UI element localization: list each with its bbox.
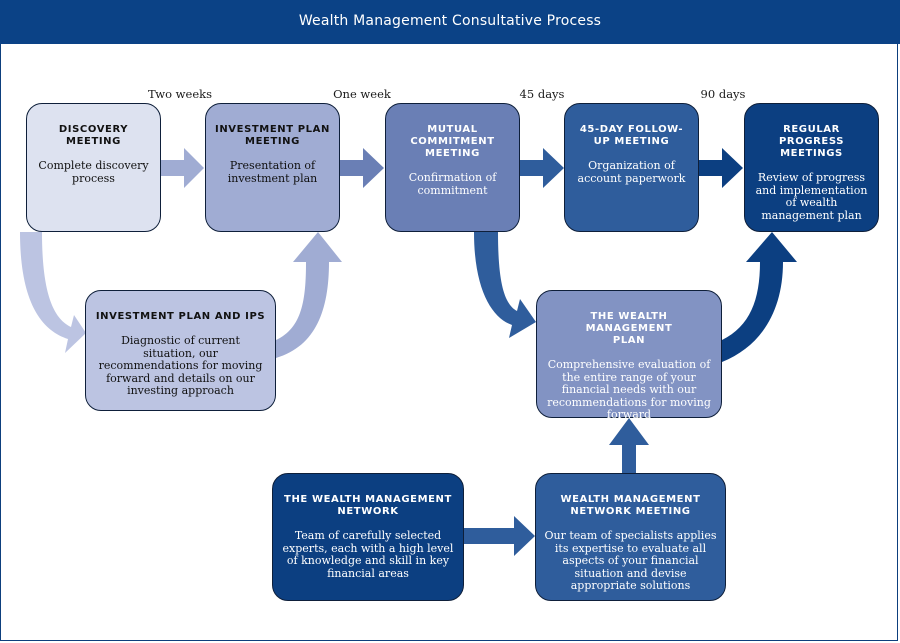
mutual-commitment-meeting-title: MUTUAL COMMITMENT MEETING: [410, 124, 495, 159]
followup-meeting-desc: Organization of account paperwork: [577, 159, 686, 185]
wealth-management-network-box: THE WEALTH MANAGEMENT NETWORK Team of ca…: [272, 473, 464, 601]
investment-plan-meeting-title: INVESTMENT PLAN MEETING: [215, 124, 330, 147]
regular-progress-meetings-title: REGULAR PROGRESS MEETINGS: [778, 124, 845, 159]
wealth-management-plan-desc: Comprehensive evaluation of the entire r…: [547, 358, 711, 421]
arrow-meeting-to-plan: [609, 418, 649, 473]
wealth-management-plan-box: THE WEALTH MANAGEMENT PLAN Comprehensive…: [536, 290, 722, 421]
arrow-ips-to-investment: [276, 232, 342, 358]
arrow-network-to-meeting: [464, 516, 535, 556]
wealth-management-network-desc: Team of carefully selected experts, each…: [282, 529, 454, 580]
investment-plan-ips-box: INVESTMENT PLAN AND IPS Diagnostic of cu…: [85, 290, 276, 411]
discovery-meeting-title: DISCOVERY MEETING: [58, 124, 129, 147]
network-meeting-desc: Our team of specialists applies its expe…: [544, 529, 717, 592]
arrow-followup-to-progress: [698, 148, 743, 188]
mutual-commitment-meeting-desc: Confirmation of commitment: [408, 171, 497, 197]
timeline-one-week: One week: [333, 87, 391, 101]
wealth-management-network-title: THE WEALTH MANAGEMENT NETWORK: [284, 494, 452, 517]
investment-plan-meeting-box: INVESTMENT PLAN MEETING Presentation of …: [205, 103, 340, 232]
arrow-plan-to-progress: [722, 232, 797, 362]
investment-plan-ips-title: INVESTMENT PLAN AND IPS: [95, 311, 266, 322]
arrow-discovery-to-investment: [160, 148, 204, 188]
arrow-discovery-to-ips: [20, 232, 86, 353]
investment-plan-ips-desc: Diagnostic of current situation, our rec…: [98, 334, 263, 397]
followup-meeting-title: 45-DAY FOLLOW-UP MEETING: [579, 124, 684, 147]
timeline-45-days: 45 days: [519, 87, 565, 101]
regular-progress-meetings-desc: Review of progress and implementation of…: [755, 171, 868, 222]
wealth-management-plan-title: THE WEALTH MANAGEMENT PLAN: [585, 311, 673, 346]
mutual-commitment-meeting-box: MUTUAL COMMITMENT MEETING Confirmation o…: [385, 103, 520, 232]
arrow-commitment-to-followup: [519, 148, 564, 188]
discovery-meeting-desc: Complete discovery process: [38, 159, 149, 185]
followup-meeting-box: 45-DAY FOLLOW-UP MEETING Organization of…: [564, 103, 699, 232]
regular-progress-meetings-box: REGULAR PROGRESS MEETINGS Review of prog…: [744, 103, 879, 232]
network-meeting-title: WEALTH MANAGEMENT NETWORK MEETING: [560, 494, 701, 517]
timeline-90-days: 90 days: [700, 87, 746, 101]
page-title: Wealth Management Consultative Process: [0, 0, 900, 44]
arrow-investment-to-commitment: [339, 148, 384, 188]
timeline-two-weeks: Two weeks: [147, 87, 212, 101]
arrow-commitment-to-plan: [474, 232, 536, 338]
network-meeting-box: WEALTH MANAGEMENT NETWORK MEETING Our te…: [535, 473, 726, 601]
discovery-meeting-box: DISCOVERY MEETING Complete discovery pro…: [26, 103, 161, 232]
investment-plan-meeting-desc: Presentation of investment plan: [227, 159, 318, 185]
